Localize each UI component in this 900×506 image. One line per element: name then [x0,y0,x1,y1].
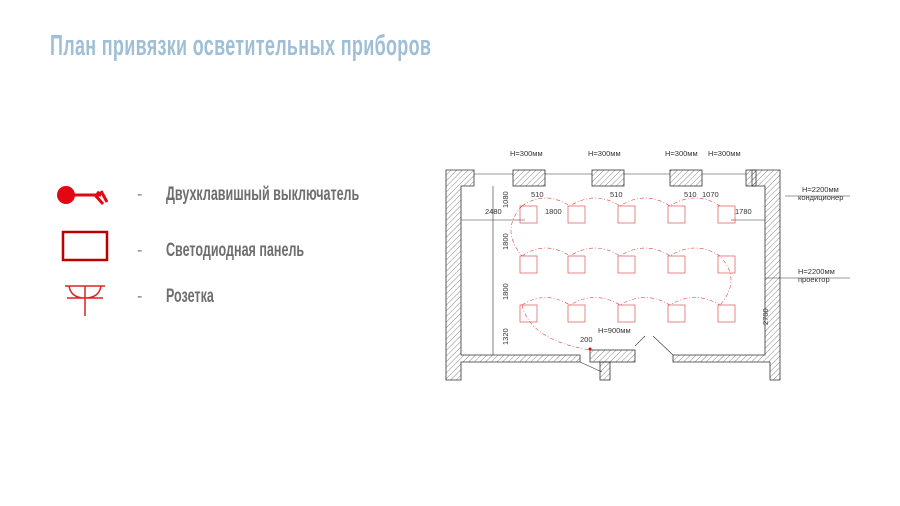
dim: 1070 [702,190,719,199]
walls [445,169,781,381]
led-panel [617,255,636,274]
led-panel [667,255,686,274]
dim: 1800 [501,233,510,250]
legend-label: Светодиодная панель [166,240,305,261]
floor-plan: H=300мм H=300мм H=300мм H=300мм H=2200мм… [445,149,850,381]
height-label: H=300мм [510,149,543,158]
led-panel [567,304,586,323]
dim: 510 [531,190,544,199]
dim: 2480 [485,207,502,216]
led-panel [519,205,538,224]
dim: 1080 [501,191,510,208]
switch-marker [588,347,592,351]
dim: 510 [610,190,623,199]
height-label: H=300мм [588,149,621,158]
led-panel [567,255,586,274]
led-panels [519,205,736,323]
legend-item-socket: - Розетка [55,284,375,316]
height-label: H=300мм [665,149,698,158]
legend-label: Розетка [166,286,214,307]
wiring [510,197,732,351]
led-panel [667,304,686,323]
dim: 510 [684,190,697,199]
aircon-height: H=2200мм [802,185,839,194]
dim: 1780 [735,207,752,216]
page-title: План привязки осветительных приборов [50,30,432,62]
projector-label: проектор [798,275,830,284]
dim: 1800 [545,207,562,216]
socket-icon [65,285,105,316]
led-panel [717,205,736,224]
led-panel-icon [61,230,109,262]
legend-item-switch: - Двухклавишный выключатель [55,182,375,212]
led-panel [617,304,636,323]
led-panel [617,205,636,224]
dim: 200 [580,335,593,344]
double-switch-icon [57,186,109,205]
legend-item-panel: - Светодиодная панель [55,230,375,262]
led-panel [717,304,736,323]
led-panel [519,304,538,323]
led-panel [567,205,586,224]
led-panel [717,255,736,274]
projector-height: H=2200мм [798,267,835,276]
led-panel [667,205,686,224]
height-label: H=300мм [708,149,741,158]
switch-height: H=900мм [598,326,631,335]
dim: 1320 [501,328,510,345]
aircon-label: кондиционер [798,193,843,202]
legend-label: Двухклавишный выключатель [166,184,360,205]
dim: 2700 [761,308,770,325]
dim: 1800 [501,283,510,300]
led-panel [519,255,538,274]
